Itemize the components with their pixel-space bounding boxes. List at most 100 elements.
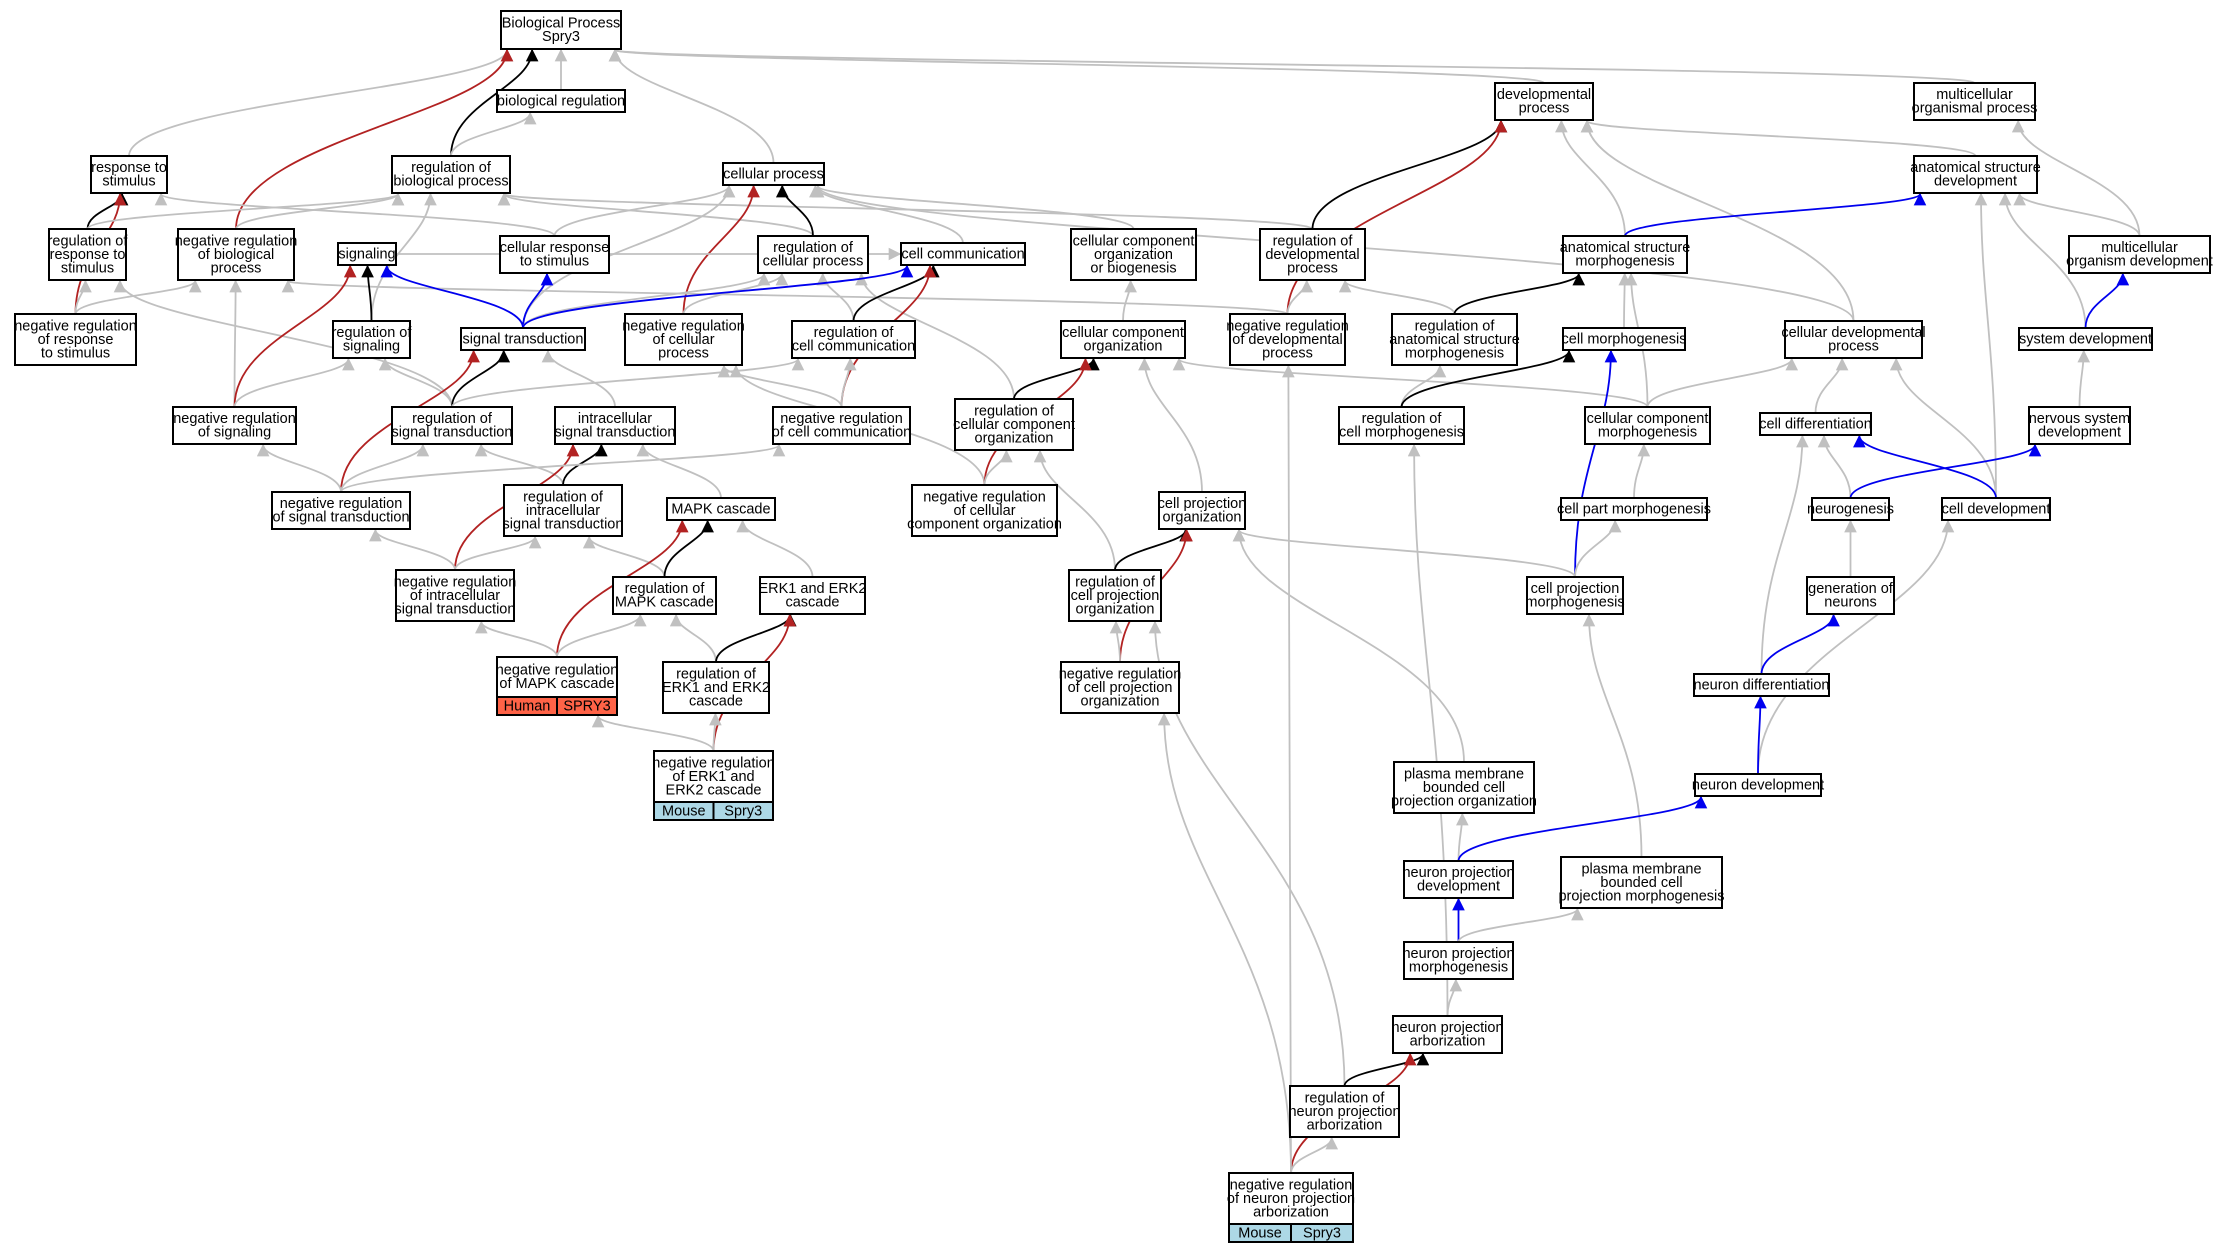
node-celldevel[interactable]: cell development xyxy=(1941,497,2051,521)
node-cellproc[interactable]: cellular process xyxy=(722,162,825,186)
node-signaling[interactable]: signaling xyxy=(337,242,397,266)
node-ccmorph-label-line: morphogenesis xyxy=(1598,425,1697,441)
node-neurprojarb-box xyxy=(1392,1015,1503,1054)
node-cellprojorg-box xyxy=(1158,491,1246,530)
edge-neurprojdev-to-pmbcellprojorg xyxy=(1456,812,1469,862)
node-ccorgbio-label-line: or biogenesis xyxy=(1090,260,1176,276)
node-pmbcellprojorg-label-line: bounded cell xyxy=(1423,780,1505,796)
node-ccorg-label-line: organization xyxy=(1084,339,1163,355)
node-neurdiff[interactable]: neuron differentiation xyxy=(1693,673,1830,697)
node-regresp-box xyxy=(48,228,127,281)
node-cellpartmorph-box xyxy=(1560,497,1708,521)
node-anatmorph-box xyxy=(1562,235,1688,274)
node-bp-label-line: Spry3 xyxy=(542,29,580,45)
node-regsig-box xyxy=(332,320,411,359)
edge-pmbcellprojmorph-to-cellprojmorph xyxy=(1582,613,1643,858)
node-sigtrans[interactable]: signal transduction xyxy=(460,327,586,351)
node-regneurprojarb-label-line: arborization xyxy=(1307,1117,1383,1133)
node-negregerk-box xyxy=(653,750,774,803)
node-pmbcellprojorg-label-line: projection organization xyxy=(1391,793,1537,809)
node-neurogenesis[interactable]: neurogenesis xyxy=(1807,497,1894,521)
node-cellpartmorph[interactable]: cell part morphogenesis xyxy=(1557,497,1711,521)
node-neurogenesis-box xyxy=(1811,497,1890,521)
node-regneurprojarb-label-line: regulation of xyxy=(1305,1090,1386,1106)
node-cellcomm[interactable]: cell communication xyxy=(900,242,1026,266)
node-negregerk-label-line: negative regulation xyxy=(652,755,775,771)
node-celldiff[interactable]: cell differentiation xyxy=(1759,412,1872,436)
node-negregerk-label-line: of ERK1 and xyxy=(672,769,754,785)
edge-regsigtrans-to-sigtrans xyxy=(451,349,511,408)
node-cellmorph-label-line: cell morphogenesis xyxy=(1562,331,1687,347)
node-ccmorph-box xyxy=(1584,406,1711,445)
node-neurdevel[interactable]: neuron development xyxy=(1692,773,1824,797)
node-sysdev[interactable]: system development xyxy=(2018,327,2153,351)
node-mapk[interactable]: MAPK cascade xyxy=(666,497,776,521)
node-celldevel-label-line: cell development xyxy=(1942,501,2051,517)
node-bioreg-box xyxy=(496,89,626,113)
node-bioreg[interactable]: biological regulation xyxy=(496,89,626,113)
node-regcellmorph-box xyxy=(1338,406,1465,445)
node-cellprojmorph-label-line: morphogenesis xyxy=(1525,595,1624,611)
node-cellmorph[interactable]: cell morphogenesis xyxy=(1562,327,1687,351)
node-negregdev-label-line: negative regulation xyxy=(1226,318,1349,334)
node-regcellmorph-label-line: cell morphogenesis xyxy=(1339,425,1464,441)
node-regcellprojorg-box xyxy=(1068,569,1162,622)
edge-negregmapk-to-regmapk xyxy=(556,613,647,658)
node-anatmorph-label-line: morphogenesis xyxy=(1575,254,1674,270)
node-regerk-box xyxy=(662,661,770,714)
edge-negregresp-to-regresp xyxy=(74,279,92,315)
node-reganatmorph-label-line: morphogenesis xyxy=(1405,345,1504,361)
